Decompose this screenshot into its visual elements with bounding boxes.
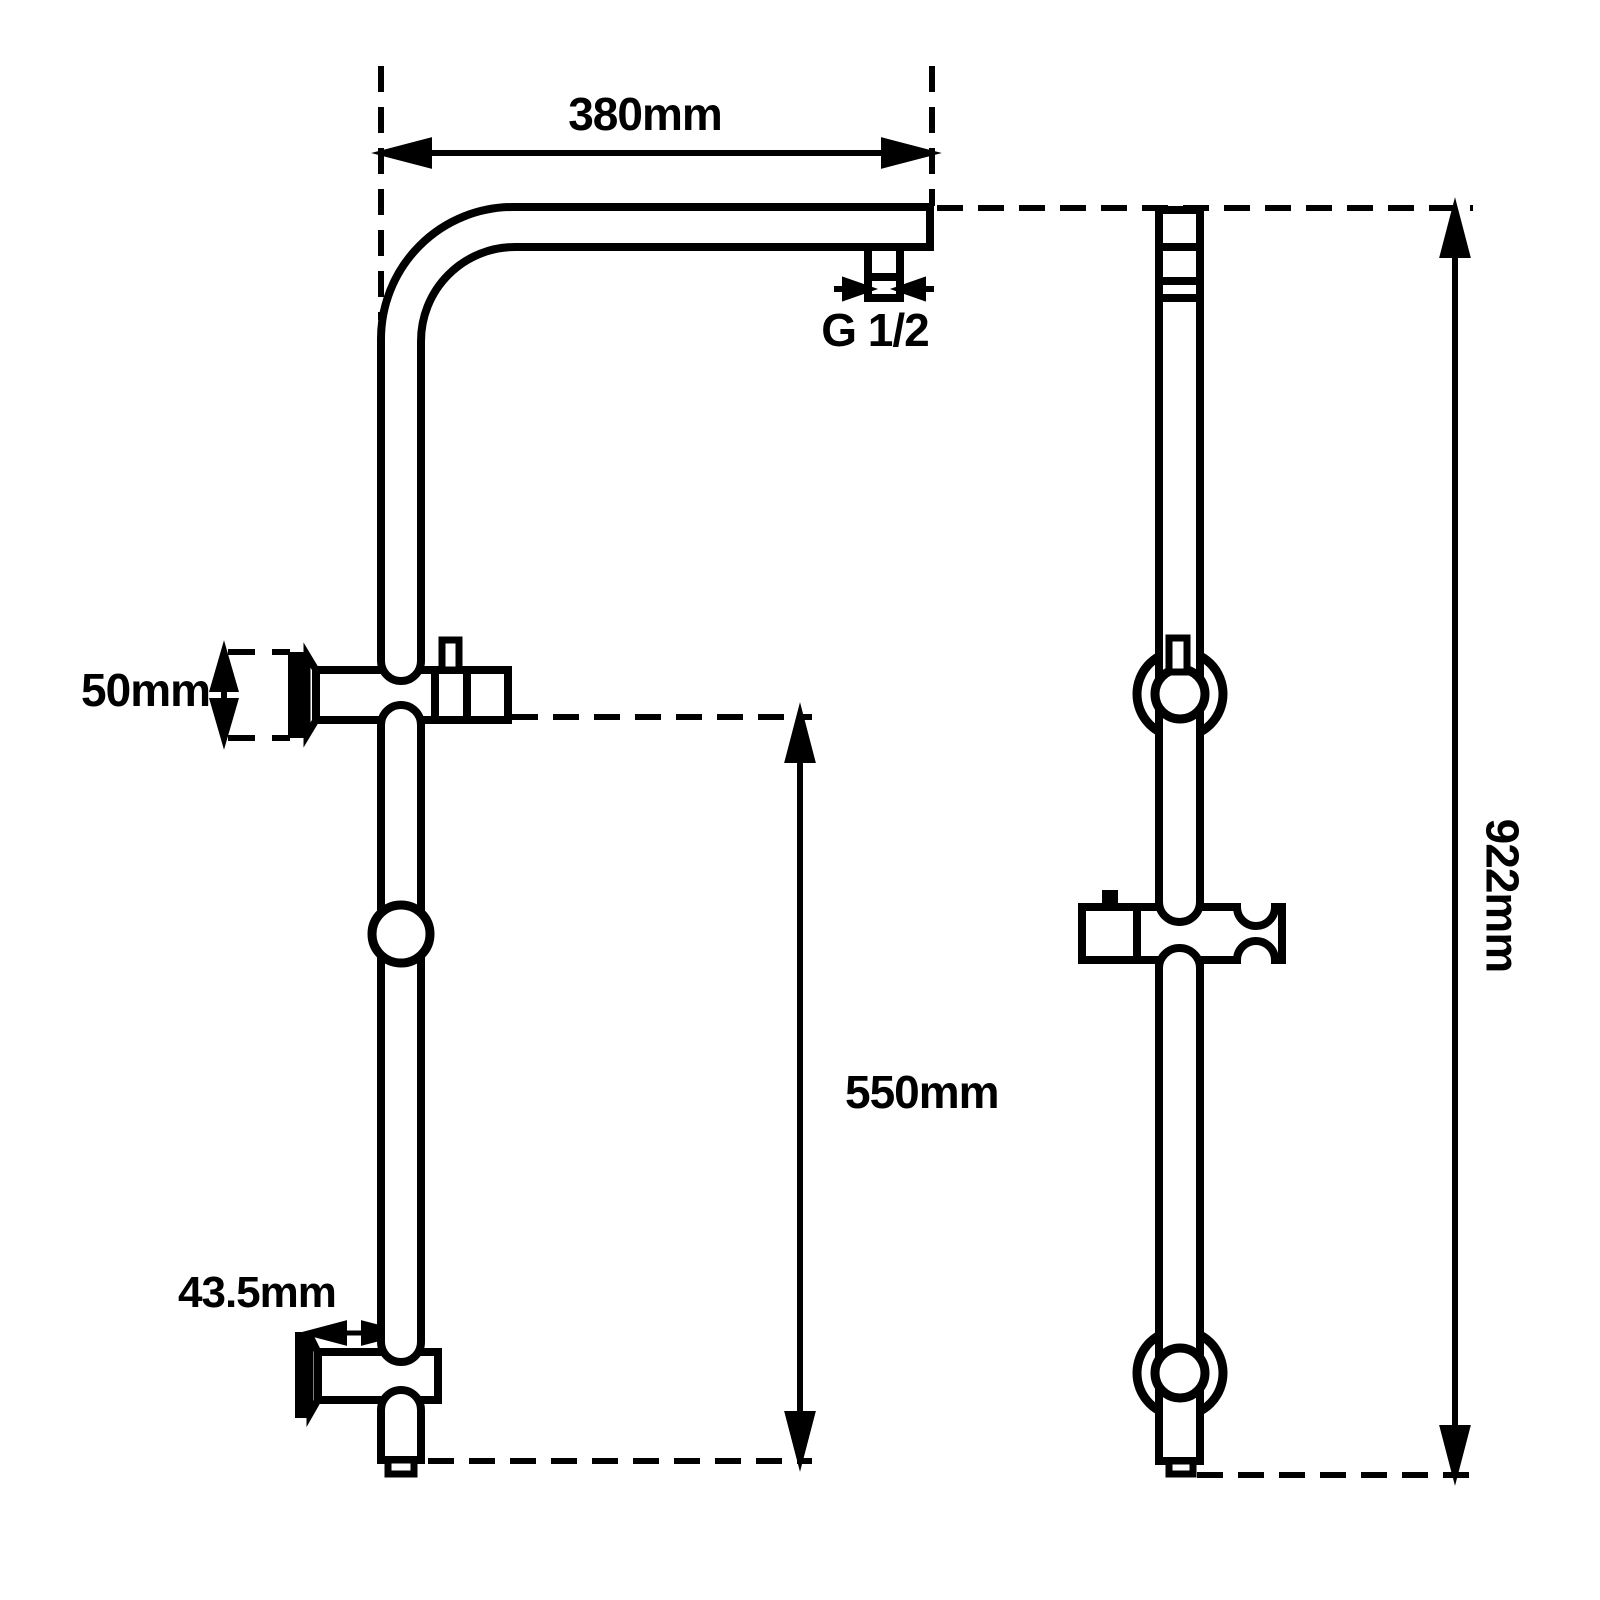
- shower-arm-outline: [377, 203, 934, 685]
- handset-holder-clamp-tab: [1102, 890, 1118, 907]
- handset-holder: [1078, 890, 1286, 964]
- dim-label-arm-length: 380mm: [568, 88, 723, 140]
- dim-label-bottom-offset: 43.5mm: [178, 1268, 337, 1317]
- thread-connector: [834, 243, 934, 302]
- dim-label-flange-height: 50mm: [81, 664, 211, 716]
- bottom-bracket-body: [314, 1348, 442, 1404]
- dimension-lines: [209, 66, 1473, 1486]
- dim-label-handset-span: 550mm: [845, 1066, 1000, 1118]
- dim-550-arrowhead-top: [784, 702, 816, 763]
- handset-holder-body: [1078, 903, 1286, 964]
- bottom-bracket-wall-plate: [295, 1332, 310, 1418]
- side-rail: [1155, 206, 1204, 1465]
- side-rail-lower-cap: [1155, 944, 1204, 983]
- front-rail-bottom-stub: [377, 1386, 425, 1464]
- front-view: [288, 203, 934, 1478]
- top-bracket-tab: [1165, 634, 1191, 676]
- slider-ball: [367, 900, 435, 968]
- side-rail-upper-cap: [1155, 885, 1204, 926]
- front-rail-bottom-nub: [384, 1456, 418, 1478]
- diverter-knob: [438, 636, 463, 674]
- thread-connector-body: [864, 243, 904, 302]
- front-rail-mid-section: [377, 701, 425, 1366]
- dim-380-arrowhead-left: [371, 137, 432, 169]
- dim-922-arrowhead-top: [1439, 197, 1471, 258]
- dim-550-arrowhead-bottom: [784, 1411, 816, 1472]
- top-bracket-ring-inner: [1150, 664, 1210, 724]
- dim-50-arrowhead-top: [209, 640, 239, 692]
- bottom-wall-bracket: [295, 1332, 442, 1428]
- thread-arrowhead-right: [889, 276, 926, 302]
- dim-43-arrowhead-left: [298, 1320, 347, 1346]
- dim-922-arrowhead-bottom: [1439, 1425, 1471, 1486]
- bottom-bracket-ring-inner: [1150, 1343, 1210, 1403]
- side-rail-bottom-nub: [1165, 1457, 1197, 1478]
- dim-380-arrowhead-right: [881, 137, 942, 169]
- mid-bracket-wall-plate: [288, 652, 307, 738]
- dim-label-overall-height: 922mm: [1476, 818, 1529, 973]
- dim-label-thread: G 1/2: [821, 304, 930, 356]
- side-view: [1078, 206, 1286, 1478]
- dim-50-arrowhead-bottom: [209, 698, 239, 750]
- thread-arrowhead-left: [842, 276, 879, 302]
